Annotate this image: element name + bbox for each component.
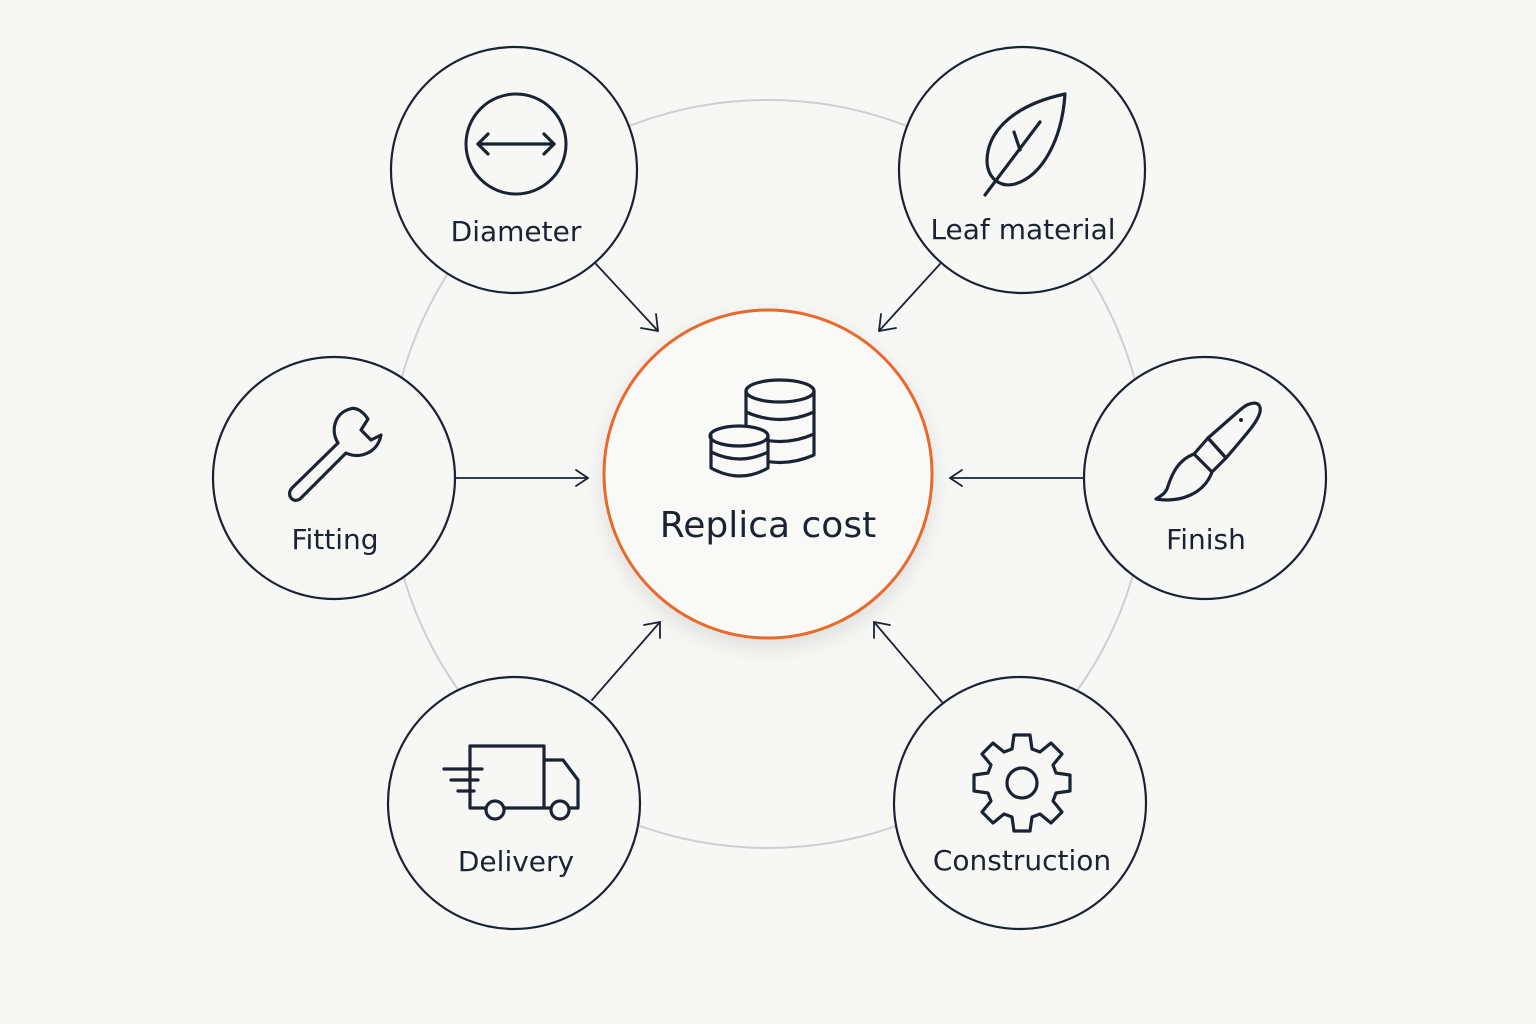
factor-leaf-material: Leaf material — [897, 45, 1147, 295]
factor-fitting: Fitting — [211, 355, 457, 601]
factor-fitting-circle — [211, 355, 457, 601]
factor-construction: Construction — [892, 675, 1148, 931]
connector-finish — [949, 469, 1086, 487]
factor-diameter-label: Diameter — [451, 215, 582, 248]
connectors — [453, 263, 1086, 703]
factor-construction-label: Construction — [933, 844, 1111, 877]
factor-construction-circle — [892, 675, 1148, 931]
connector-construction — [873, 621, 943, 703]
factor-finish: Finish — [1082, 355, 1328, 601]
factor-finish-label: Finish — [1166, 523, 1246, 556]
paintbrush-icon — [1154, 401, 1262, 502]
leaf-icon — [983, 92, 1067, 197]
wrench-icon — [287, 406, 383, 502]
coins-stack-icon — [708, 378, 816, 478]
center-node-circle — [602, 308, 934, 640]
connector-leaf-material — [878, 263, 941, 332]
factor-leaf-material-label: Leaf material — [930, 213, 1115, 246]
delivery-truck-icon — [442, 744, 580, 821]
factor-fitting-label: Fitting — [291, 523, 378, 556]
connector-delivery — [591, 621, 661, 701]
factor-diameter: Diameter — [389, 45, 639, 295]
factor-delivery: Delivery — [386, 675, 642, 931]
factor-delivery-label: Delivery — [458, 845, 574, 878]
connector-diameter — [595, 263, 659, 332]
factor-finish-circle — [1082, 355, 1328, 601]
connector-fitting — [453, 469, 589, 487]
diameter-icon — [464, 92, 568, 196]
factor-diameter-circle — [389, 45, 639, 295]
center-label: Replica cost — [660, 505, 876, 546]
gear-icon — [972, 733, 1072, 833]
center-node: Replica cost — [602, 308, 934, 640]
factor-leaf-material-circle — [897, 45, 1147, 295]
factor-delivery-circle — [386, 675, 642, 931]
